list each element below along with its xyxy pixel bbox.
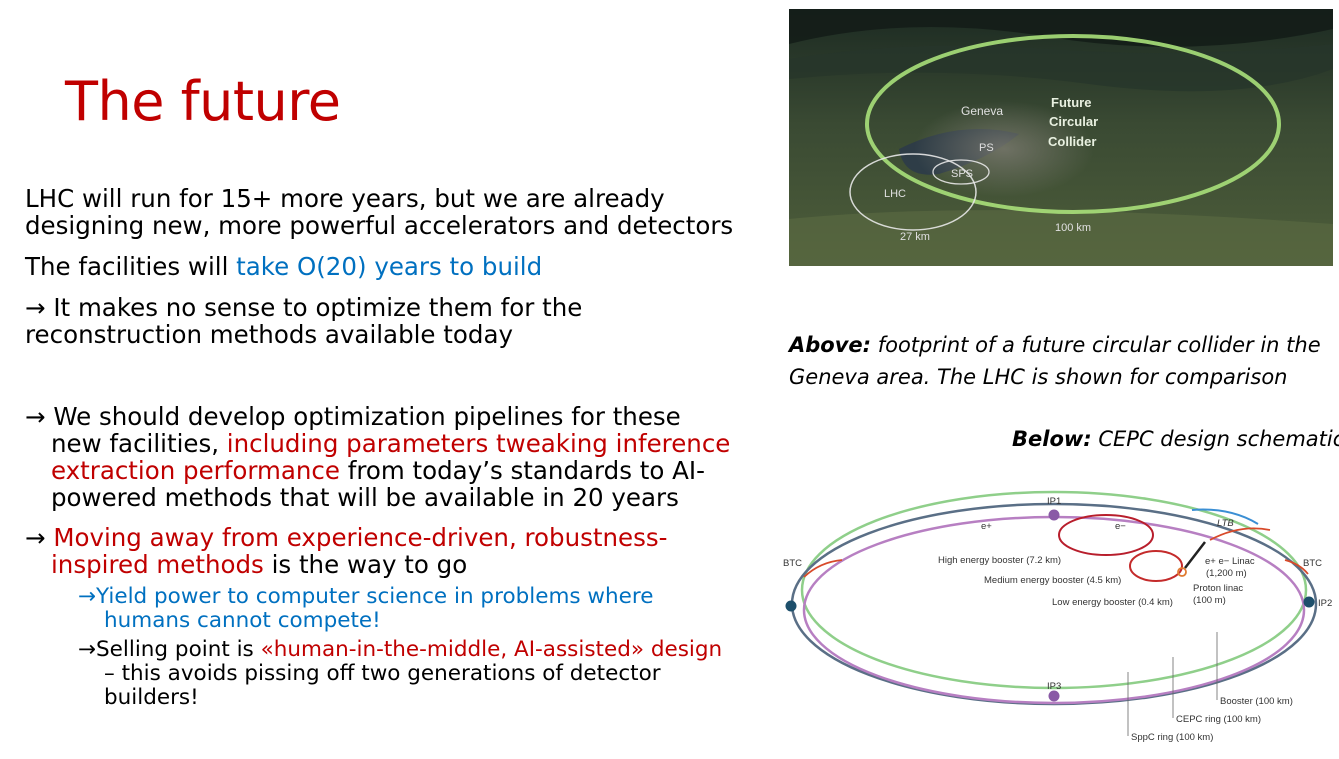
para-facilities: The facilities will take O(20) years to …	[25, 253, 542, 280]
label-proton-linac: (100 m)	[1193, 595, 1226, 606]
label-linac: e+ e− Linac	[1205, 556, 1255, 567]
para-text: from today’s standards to AI-	[339, 456, 705, 485]
medium-energy-booster	[1129, 550, 1183, 582]
label-high-booster: High energy booster (7.2 km)	[938, 555, 1061, 566]
para-no-sense: → It makes no sense to optimize them for…	[25, 294, 582, 348]
caption-above: Above: footprint of a future circular co…	[789, 329, 1321, 393]
highlight-text: take O(20) years to build	[236, 252, 543, 281]
highlight-text: Moving away from experience-driven, robu…	[45, 523, 668, 552]
label-ip3: IP3	[1047, 681, 1061, 692]
label-eminus: e−	[1115, 521, 1126, 532]
label-ip1: IP1	[1047, 496, 1061, 507]
caption-text: CEPC design schematic	[1091, 427, 1339, 451]
arrow-icon: →	[78, 637, 97, 662]
para-line: – this avoids pissing off two generation…	[104, 661, 661, 686]
para-text: Yield power to computer science in probl…	[96, 584, 654, 609]
btc-left-line	[803, 559, 843, 578]
label-fcc: Future	[1051, 95, 1091, 110]
label-cepc-ring: CEPC ring (100 km)	[1176, 714, 1261, 725]
low-energy-booster	[1177, 567, 1187, 577]
label-btc-right: BTC	[1303, 558, 1322, 569]
slide-title: The future	[65, 70, 341, 133]
highlight-text: inspired methods	[51, 550, 264, 579]
para-text: The facilities will	[25, 252, 237, 281]
label-geneva: Geneva	[961, 104, 1003, 118]
label-fcc: Collider	[1048, 134, 1096, 149]
para-text: It makes no sense to optimize them for t…	[45, 293, 583, 322]
aerial-photo: Geneva Future Circular Collider PS SPS L…	[789, 9, 1333, 266]
arrow-icon: →	[78, 584, 97, 609]
para-line: builders!	[104, 685, 199, 710]
arrow-icon: →	[25, 523, 46, 552]
para-text: is the way to go	[263, 550, 468, 579]
ip1-marker	[1048, 509, 1060, 521]
para-line: LHC will run for 15+ more years, but we …	[25, 184, 665, 213]
highlight-text: including parameters tweaking inference	[226, 429, 731, 458]
para-lhc-run: LHC will run for 15+ more years, but we …	[25, 185, 733, 239]
para-line: designing new, more powerful accelerator…	[25, 211, 734, 240]
label-100km: 100 km	[1055, 222, 1091, 234]
transfer-line	[1209, 527, 1271, 541]
label-ip2: IP2	[1318, 598, 1332, 609]
sub-bullet-yield: →Yield power to computer science in prob…	[78, 585, 653, 633]
para-optimization: → We should develop optimization pipelin…	[25, 403, 730, 511]
label-fcc: Circular	[1049, 114, 1098, 129]
linac	[1184, 541, 1206, 569]
label-booster-ring: Booster (100 km)	[1220, 696, 1293, 707]
para-moving-away: → Moving away from experience-driven, ro…	[25, 524, 667, 578]
label-lhc: LHC	[884, 188, 906, 200]
para-text: new facilities,	[51, 429, 227, 458]
caption-below: Below: CEPC design schematic	[1012, 423, 1339, 455]
para-line: powered methods that will be available i…	[51, 483, 679, 512]
cepc-schematic: IP1 IP2 IP3 BTC BTC LTB e+ e− High energ…	[783, 490, 1332, 743]
sppc-ring-green	[800, 490, 1308, 690]
ip3-marker	[1048, 690, 1060, 702]
para-line: humans cannot compete!	[104, 608, 381, 633]
arrow-icon: →	[25, 402, 46, 431]
sub-bullet-selling: →Selling point is «human-in-the-middle, …	[78, 638, 722, 710]
fcc-ring	[865, 34, 1281, 214]
label-ltb: LTB	[1217, 518, 1234, 529]
para-line: reconstruction methods available today	[25, 320, 513, 349]
caption-text: footprint of a future circular collider …	[871, 333, 1321, 357]
high-energy-booster	[1058, 514, 1154, 556]
ip4-marker	[785, 600, 797, 612]
lhc-ring	[849, 153, 977, 231]
label-ps: PS	[979, 142, 994, 154]
arrow-icon: →	[25, 293, 46, 322]
caption-text: Geneva area. The LHC is shown for compar…	[789, 365, 1288, 389]
booster-ring	[802, 515, 1306, 705]
label-sppc-ring: SppC ring (100 km)	[1131, 732, 1213, 743]
highlight-text: «human-in-the-middle, AI-assisted» desig…	[260, 637, 723, 662]
btc-right-line	[1284, 559, 1309, 575]
label-sps: SPS	[951, 168, 973, 180]
caption-bold: Above:	[789, 333, 872, 357]
label-eplus: e+	[981, 521, 992, 532]
ltb-line	[1191, 508, 1259, 525]
ip2-marker	[1303, 596, 1315, 608]
label-proton-linac: Proton linac	[1193, 583, 1243, 594]
para-text: Selling point is	[96, 637, 261, 662]
label-medium-booster: Medium energy booster (4.5 km)	[984, 575, 1121, 586]
label-low-booster: Low energy booster (0.4 km)	[1052, 597, 1173, 608]
label-27km: 27 km	[900, 231, 930, 243]
sps-ring	[932, 159, 990, 185]
para-text: We should develop optimization pipelines…	[45, 402, 681, 431]
label-linac: (1,200 m)	[1206, 568, 1247, 579]
caption-bold: Below:	[1012, 427, 1092, 451]
label-btc-left: BTC	[783, 558, 802, 569]
highlight-text: extraction performance	[51, 456, 340, 485]
